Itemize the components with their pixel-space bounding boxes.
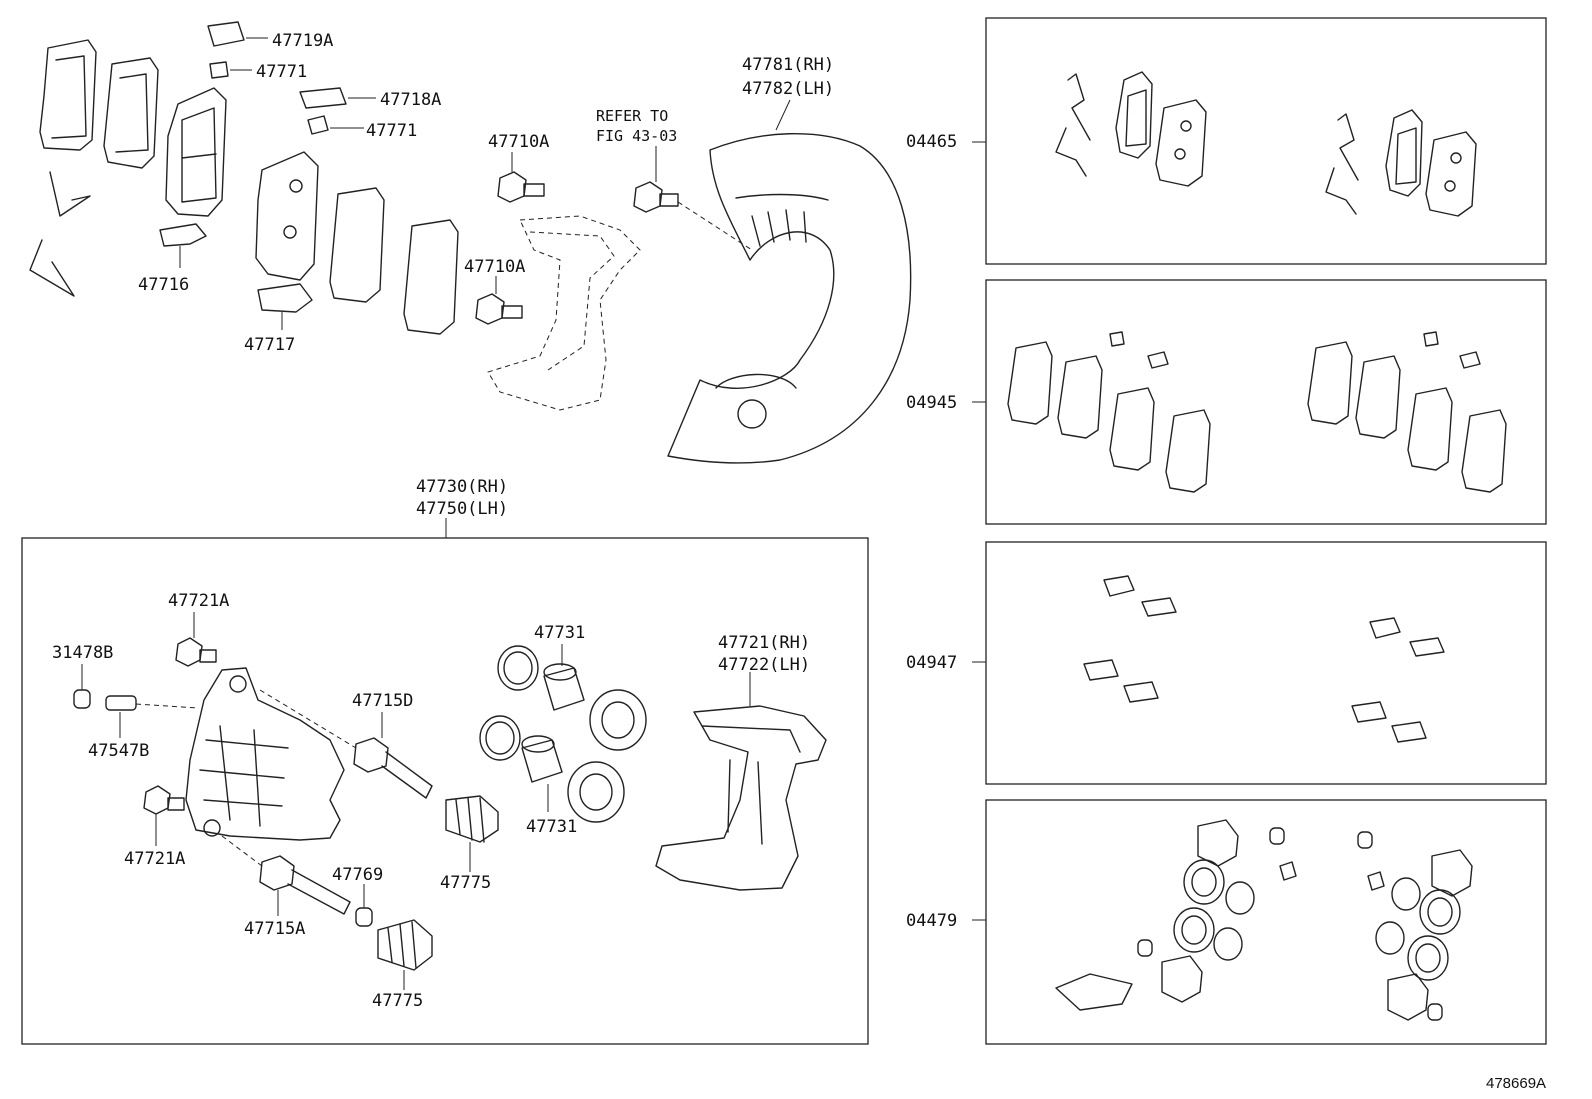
brake-pad-shim-group — [29, 21, 459, 335]
caliper-assembly-parts — [73, 612, 827, 990]
refer-note-line1: REFER TO — [596, 107, 668, 125]
label-caliper-rh: 47730(RH) — [416, 477, 508, 497]
label-47710A-bottom: 47710A — [464, 257, 525, 277]
label-47771-a: 47771 — [256, 62, 307, 82]
label-47547B: 47547B — [88, 741, 149, 761]
label-47775-bottom: 47775 — [372, 991, 423, 1011]
label-47769: 47769 — [332, 865, 383, 885]
label-47721A-bottom: 47721A — [124, 849, 185, 869]
kit-04945-contents — [1007, 331, 1507, 493]
figure-id: 478669A — [1486, 1075, 1546, 1092]
kit-code-04947: 04947 — [906, 653, 957, 673]
label-shield-rh: 47781(RH) — [742, 55, 834, 75]
label-47721A-top: 47721A — [168, 591, 229, 611]
kit-code-04945: 04945 — [906, 393, 957, 413]
label-47716: 47716 — [138, 275, 189, 295]
mounting-bolt-group — [475, 152, 753, 411]
caliper-assembly-box — [21, 537, 869, 1045]
label-47710A-top: 47710A — [488, 132, 549, 152]
label-31478B: 31478B — [52, 643, 113, 663]
kit-04947-contents — [1083, 575, 1445, 743]
kit-box-04465 — [985, 17, 1547, 265]
refer-note-line2: FIG 43-03 — [596, 127, 677, 145]
label-47718A: 47718A — [380, 90, 441, 110]
kit-box-04945 — [985, 279, 1547, 525]
label-mount-lh: 47722(LH) — [718, 655, 810, 675]
label-caliper-lh: 47750(LH) — [416, 499, 508, 519]
kit-box-04479 — [985, 799, 1547, 1045]
label-47715D: 47715D — [352, 691, 413, 711]
dust-shield — [667, 99, 912, 464]
label-47715A: 47715A — [244, 919, 305, 939]
kit-code-04465: 04465 — [906, 132, 957, 152]
label-47719A: 47719A — [272, 31, 333, 51]
label-47717: 47717 — [244, 335, 295, 355]
label-mount-rh: 47721(RH) — [718, 633, 810, 653]
label-47775-top: 47775 — [440, 873, 491, 893]
label-47731-top: 47731 — [534, 623, 585, 643]
kit-04479-contents — [1055, 819, 1473, 1021]
label-47731-bottom: 47731 — [526, 817, 577, 837]
kit-code-04479: 04479 — [906, 911, 957, 931]
kit-box-04947 — [985, 541, 1547, 785]
kit-04465-contents — [1055, 71, 1477, 217]
label-shield-lh: 47782(LH) — [742, 79, 834, 99]
label-47771-b: 47771 — [366, 121, 417, 141]
